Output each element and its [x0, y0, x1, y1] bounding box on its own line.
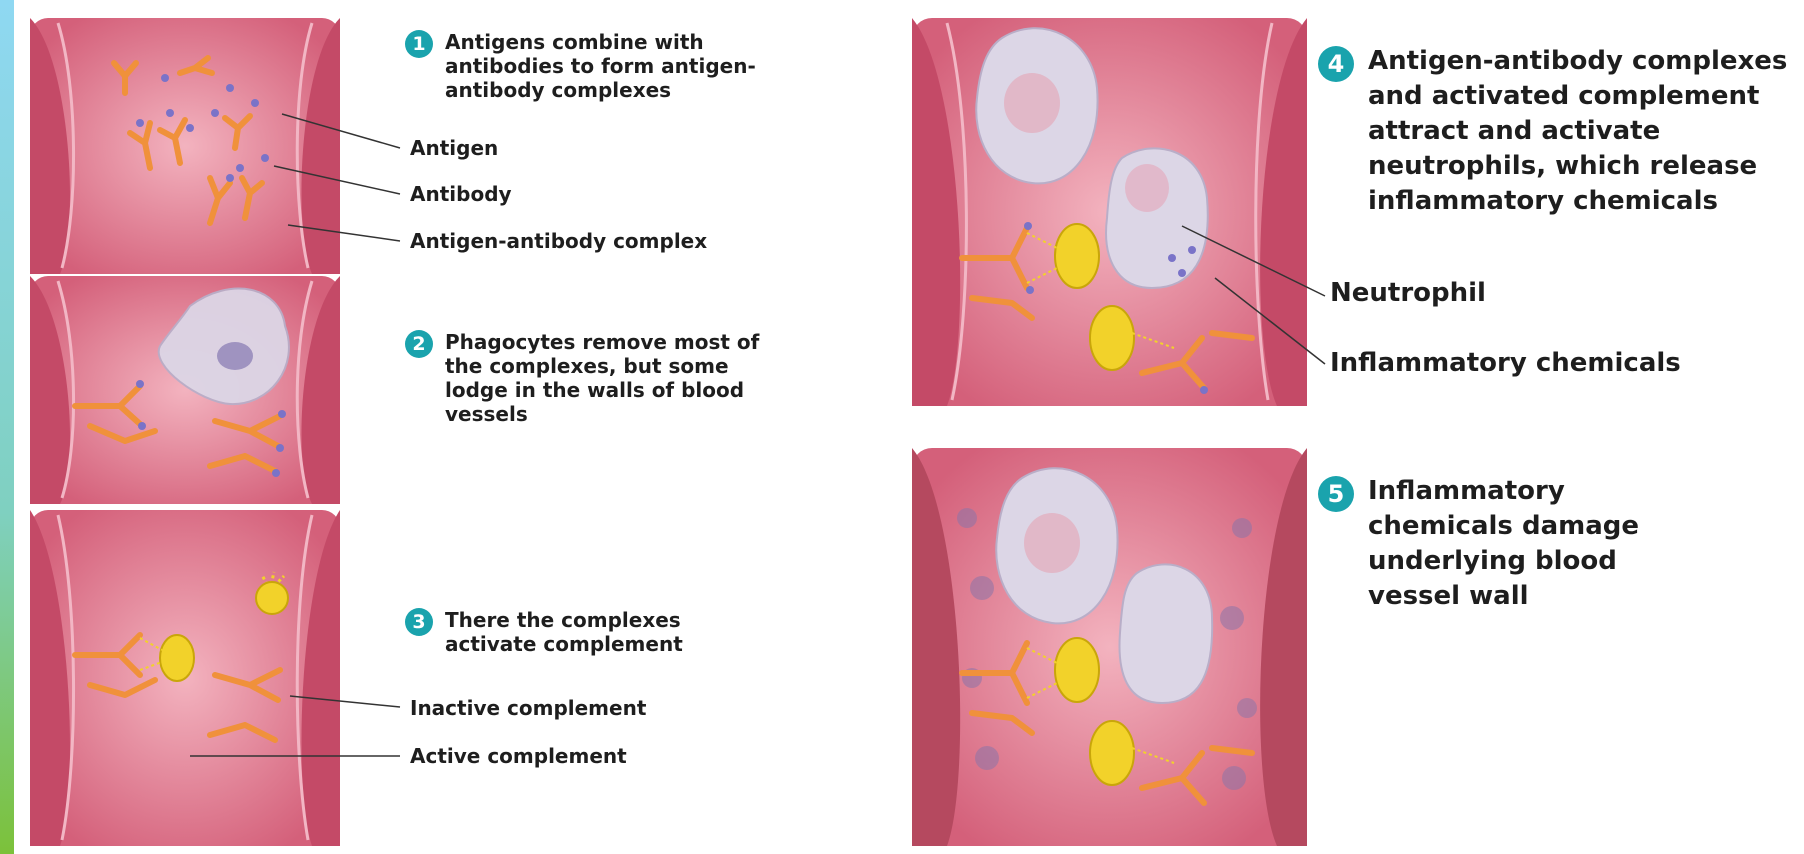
step-1-text: Antigens combine with antibodies to form…	[445, 30, 825, 102]
vessel-panel-4	[912, 18, 1307, 406]
step-5-badge: 5	[1318, 476, 1354, 512]
step-5: 5 Inflammatory chemicals damage underlyi…	[1318, 474, 1798, 614]
step-1: 1 Antigens combine with antibodies to fo…	[405, 30, 845, 102]
step-2-text: Phagocytes remove most of the complexes,…	[445, 330, 775, 426]
vessel-panel-1	[30, 18, 340, 274]
left-edge-decoration	[0, 0, 14, 854]
step-4-badge: 4	[1318, 46, 1354, 82]
step-3: 3 There the complexes activate complemen…	[405, 608, 845, 656]
step-2: 2 Phagocytes remove most of the complexe…	[405, 330, 845, 426]
label-antigen: Antigen	[410, 136, 498, 160]
step-3-text: There the complexes activate complement	[445, 608, 735, 656]
label-active-complement: Active complement	[410, 744, 627, 768]
step-1-badge: 1	[405, 30, 433, 58]
label-antigen-antibody-complex: Antigen-antibody complex	[410, 229, 707, 253]
step-4: 4 Antigen-antibody complexes and activat…	[1318, 44, 1798, 219]
step-3-badge: 3	[405, 608, 433, 636]
label-inflammatory-chemicals: Inflammatory chemicals	[1330, 348, 1681, 378]
step-2-badge: 2	[405, 330, 433, 358]
label-antibody: Antibody	[410, 182, 512, 206]
label-neutrophil: Neutrophil	[1330, 278, 1486, 308]
step-4-text: Antigen-antibody complexes and activated…	[1368, 44, 1798, 219]
vessel-panel-3	[30, 510, 340, 846]
vessel-panel-5	[912, 448, 1307, 846]
vessel-panel-2	[30, 276, 340, 504]
label-inactive-complement: Inactive complement	[410, 696, 646, 720]
step-5-text: Inflammatory chemicals damage underlying…	[1368, 474, 1698, 614]
